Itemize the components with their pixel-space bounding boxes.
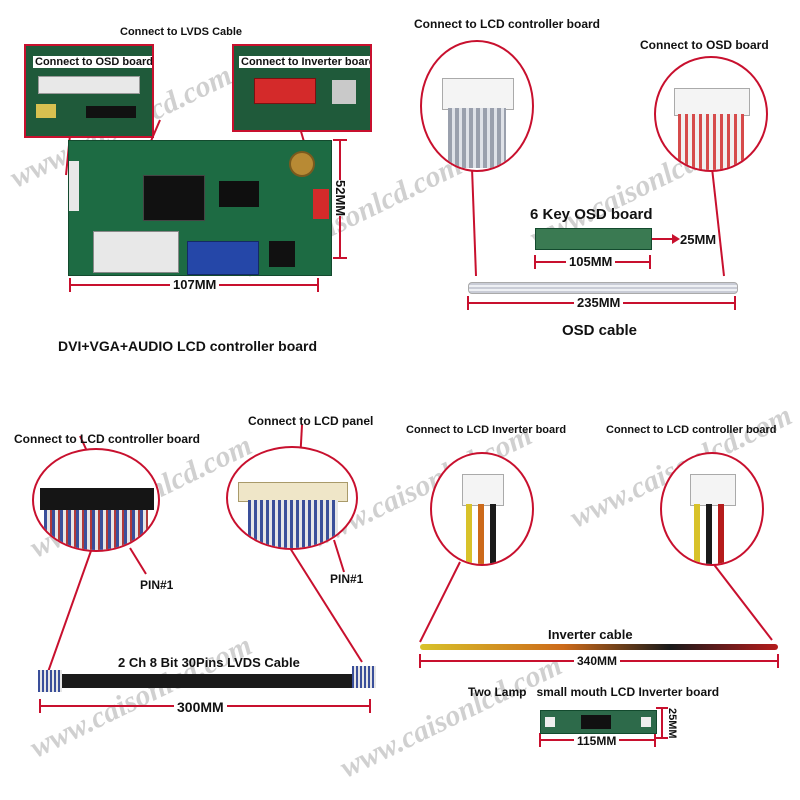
inverter-right-circle [660, 452, 764, 566]
osd-cable-pointer [711, 167, 725, 277]
lvds-cable-right-end [352, 666, 376, 688]
lvds-cable-title: 2 Ch 8 Bit 30Pins LVDS Cable [118, 655, 300, 670]
inverter-lcd-label: Connect to LCD Inverter board [406, 424, 567, 436]
inverter-connector-inset: Connect to Inverter board [232, 44, 372, 132]
board-width-dim: 107MM [170, 277, 220, 292]
inverter-cable [420, 644, 778, 650]
osd-board-title: 6 Key OSD board [530, 206, 653, 223]
controller-connector-circle [420, 40, 534, 172]
dvi-connector [93, 231, 179, 273]
vga-connector [187, 241, 259, 275]
controller-pointer [471, 167, 477, 277]
osd-board-height-dim: 25MM [680, 232, 717, 247]
lvds-controller-circle [32, 448, 160, 552]
inverter-left-circle [430, 452, 534, 566]
inverter-cable-length-dim: 340MM [574, 654, 621, 668]
osd-cable-length-dim: 235MM [574, 295, 624, 310]
inverter-cable-title: Inverter cable [548, 627, 633, 642]
pin1-right-label: PIN#1 [330, 572, 364, 586]
osd-cable-caption: OSD cable [562, 322, 638, 339]
inverter-board-title: Two Lamp small mouth LCD Inverter board [468, 685, 720, 699]
inverter-controller-label: Connect to LCD controller board [606, 424, 777, 436]
power-connector [313, 189, 329, 219]
controller-board [68, 140, 332, 276]
inverter-cable-left-pointer [419, 561, 461, 643]
lvds-panel-circle [226, 446, 358, 550]
lvds-right-pointer [289, 547, 363, 663]
pin1-left-pointer [129, 547, 147, 575]
osd-connector [38, 76, 140, 94]
main-chip [143, 175, 205, 221]
osd-connector-circle [654, 56, 768, 172]
osd-connector-inset: Connect to OSD board [24, 44, 154, 138]
board-height-dim: 52MM [333, 180, 348, 217]
lvds-cable-label: Connect to LVDS Cable [120, 26, 243, 38]
inverter-board-width-dim: 115MM [574, 734, 620, 748]
lvds-header [69, 161, 79, 211]
inverter-connector [254, 78, 316, 104]
lvds-controller-label: Connect to LCD controller board [14, 432, 200, 446]
osd-lcd-controller-label: Connect to LCD controller board [414, 17, 600, 31]
osd-board [535, 228, 652, 250]
inverter-board-label: Connect to Inverter board [239, 56, 370, 68]
lvds-panel-label: Connect to LCD panel [248, 414, 374, 428]
inverter-cable-right-pointer [711, 561, 773, 641]
audio-jack [269, 241, 295, 267]
osd-board-label: Connect to OSD board [33, 56, 153, 68]
lvds-left-pointer [47, 547, 93, 673]
osd-board-width-dim: 105MM [566, 254, 616, 269]
osd-board-connect-label: Connect to OSD board [640, 38, 769, 52]
coil [289, 151, 315, 177]
inverter-board-height-dim: 25MM [666, 708, 678, 739]
controller-board-caption: DVI+VGA+AUDIO LCD controller board [58, 338, 318, 354]
lvds-cable [44, 674, 370, 688]
pin1-left-label: PIN#1 [140, 578, 174, 592]
lvds-cable-left-end [38, 670, 62, 692]
lvds-cable-length-dim: 300MM [174, 699, 227, 715]
inverter-board [540, 710, 657, 734]
osd-cable [468, 282, 738, 294]
